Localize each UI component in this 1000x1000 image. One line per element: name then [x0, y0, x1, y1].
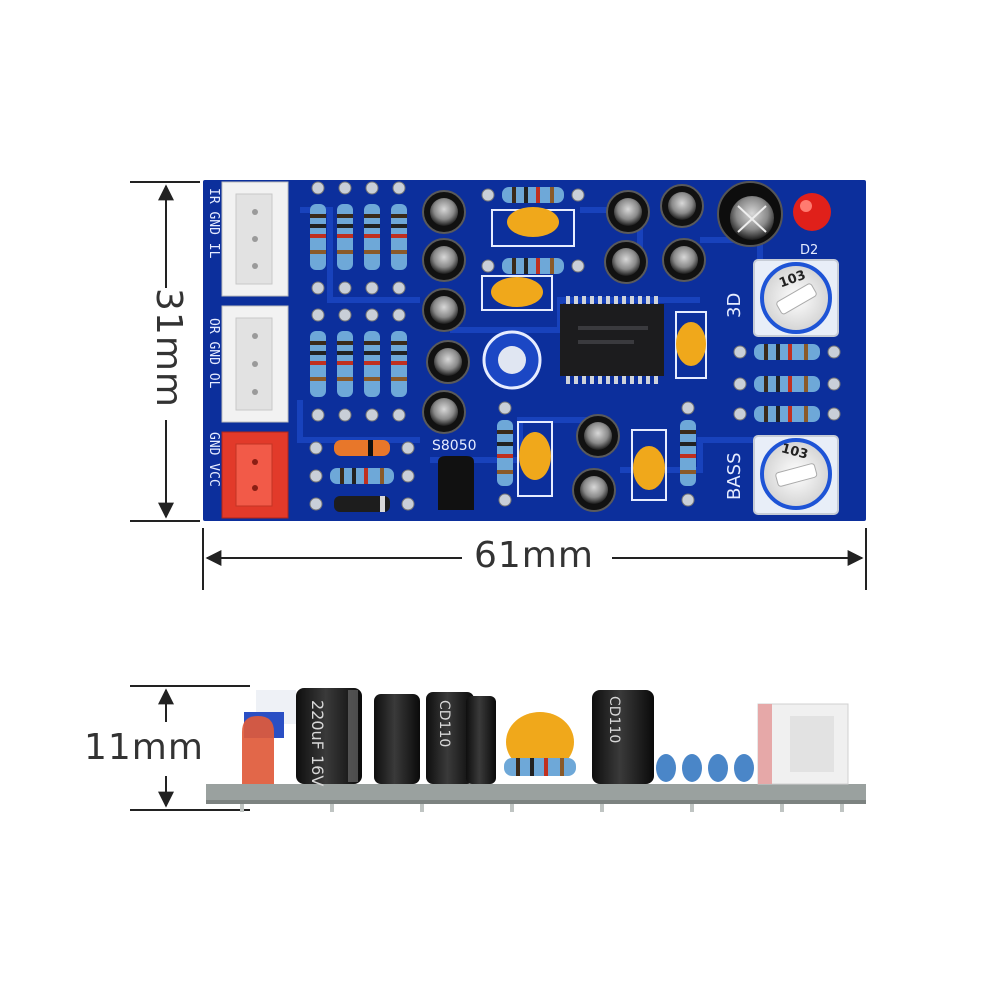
width-dimension: [202, 528, 867, 590]
pot-bass: 103: [753, 435, 839, 515]
pcb-top-view: IR GND IL OR GND OL GND VCC: [203, 180, 866, 521]
power-connector: [221, 431, 289, 519]
electrolytic-caps-left: [422, 190, 470, 434]
height-dimension-label: 31mm: [148, 288, 189, 408]
side-cap-marking: CD110: [436, 700, 452, 747]
side-resistors: [656, 754, 754, 782]
depth-dimension: [130, 685, 250, 811]
pot-bass-code: 103: [780, 441, 810, 463]
side-cap-large-marking: 220uF 16V: [308, 700, 327, 786]
side-cap-large: 220uF 16V: [296, 688, 362, 786]
resistor-array-top: [310, 181, 407, 295]
side-connector: [757, 703, 849, 785]
ceramic-caps-right: [517, 311, 707, 501]
mounting-hole: [482, 330, 542, 390]
silk-input-label: IR GND IL: [206, 188, 221, 259]
pot-3d-label: 3D: [724, 293, 745, 318]
led: D2: [793, 193, 831, 258]
top-middle-components: [481, 187, 585, 311]
silk-power-label: GND VCC: [206, 432, 221, 487]
side-caps: CD110 CD110: [374, 690, 654, 784]
resistors-bottom-middle: [497, 401, 696, 507]
pot-3d: 103: [753, 259, 839, 337]
height-dimension: [130, 181, 200, 522]
side-cap-marking-2: CD110: [606, 696, 622, 743]
resistor-array-middle: [310, 308, 407, 422]
resistors-right: [733, 344, 841, 422]
lower-left-components: [309, 440, 415, 512]
transistor: S8050: [432, 438, 477, 510]
output-connector: [221, 305, 289, 423]
transistor-label: S8050: [432, 438, 477, 454]
ic-chip: [560, 296, 664, 384]
electrolytic-caps-middle: [572, 184, 706, 512]
input-connector: [221, 181, 289, 297]
pot-bass-label: BASS: [724, 452, 745, 500]
silk-output-label: OR GND OL: [206, 318, 221, 389]
width-dimension-label: 61mm: [470, 538, 598, 574]
depth-dimension-label: 11mm: [82, 727, 206, 768]
large-capacitor: [717, 181, 783, 247]
pcb-side-view: 220uF 16V CD110 CD110: [206, 688, 866, 812]
led-label: D2: [800, 243, 818, 258]
